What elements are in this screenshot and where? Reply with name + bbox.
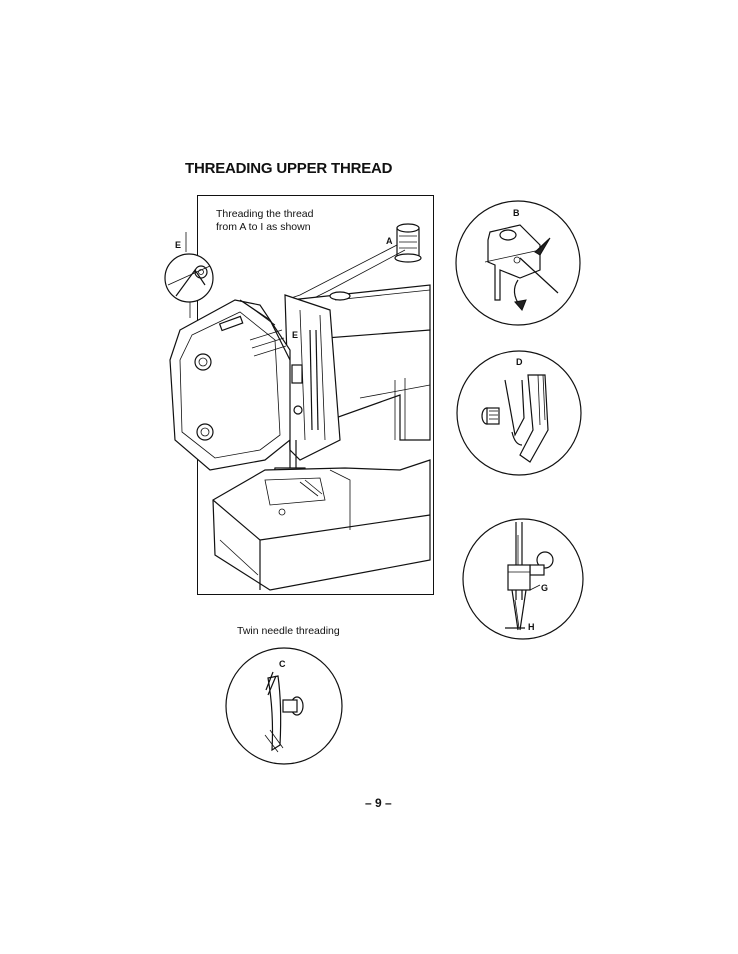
instruction-line-1: Threading the thread (216, 208, 314, 220)
label-e-outer: E (175, 240, 182, 250)
label-a: A (386, 236, 393, 246)
label-e-inner: E (292, 330, 299, 340)
label-b: B (513, 208, 520, 218)
page-title: THREADING UPPER THREAD (185, 160, 393, 177)
page-number: – 9 – (365, 796, 392, 810)
label-h: H (528, 622, 535, 632)
label-c: C (279, 659, 286, 669)
instruction-text: Threading the thread from A to I as show… (216, 208, 356, 234)
label-d: D (516, 357, 523, 367)
twin-needle-caption: Twin needle threading (237, 625, 340, 637)
label-g: G (541, 583, 549, 593)
instruction-line-2: from A to I as shown (216, 221, 311, 233)
thread-spool (394, 223, 422, 263)
